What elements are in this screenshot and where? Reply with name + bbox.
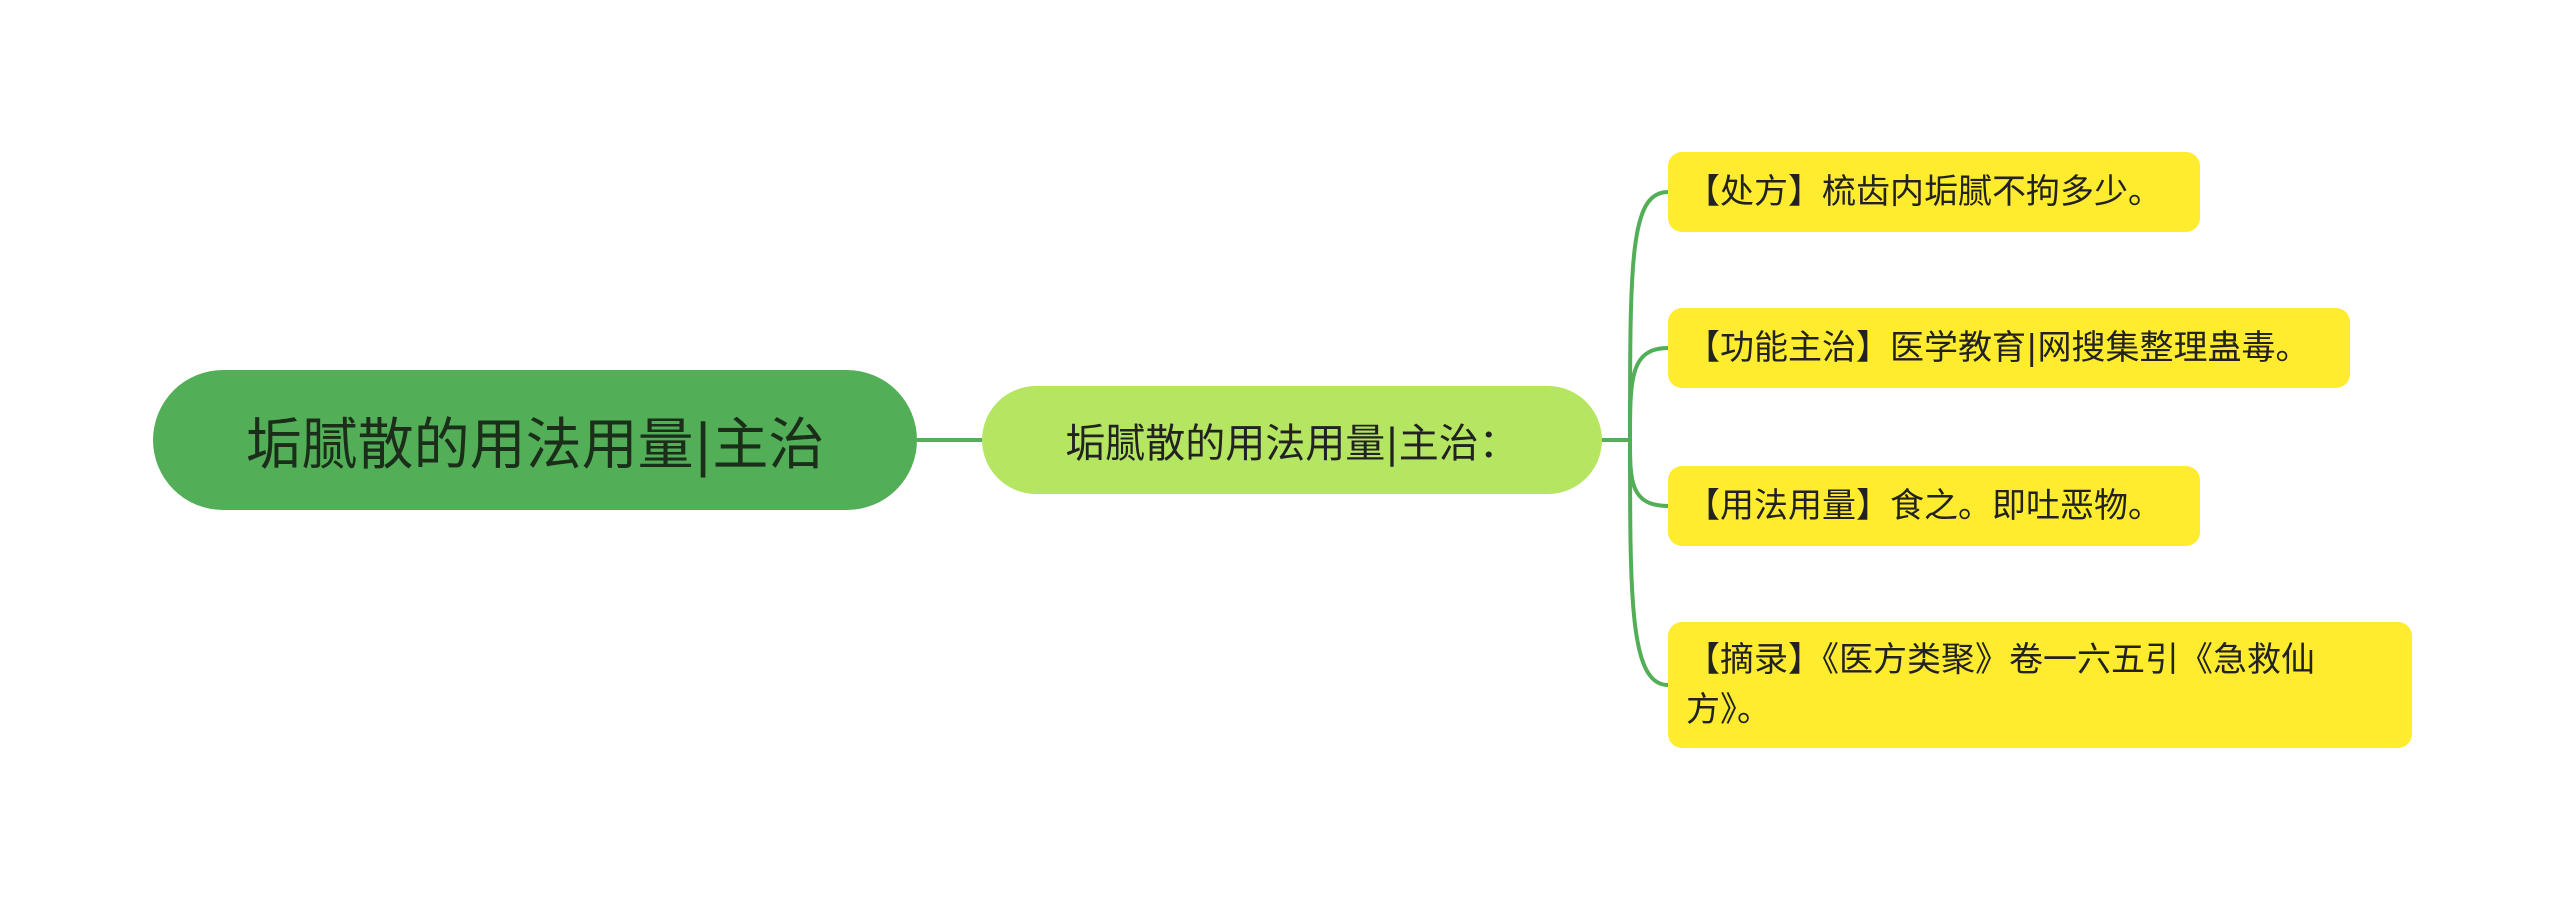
leaf-node-label: 【功能主治】医学教育|网搜集整理蛊毒。 bbox=[1686, 328, 2310, 368]
sub-node[interactable]: 垢腻散的用法用量|主治： bbox=[982, 386, 1602, 494]
leaf-node-source[interactable]: 【摘录】《医方类聚》卷一六五引《急救仙方》。 bbox=[1668, 622, 2412, 748]
leaf-node-label: 【用法用量】食之。即吐恶物。 bbox=[1686, 486, 2162, 526]
sub-node-label: 垢腻散的用法用量|主治： bbox=[1065, 421, 1519, 467]
leaf-node-usage-dosage[interactable]: 【用法用量】食之。即吐恶物。 bbox=[1668, 466, 2200, 546]
leaf-node-indications[interactable]: 【功能主治】医学教育|网搜集整理蛊毒。 bbox=[1668, 308, 2350, 388]
leaf-node-label: 【摘录】《医方类聚》卷一六五引《急救仙方》。 bbox=[1686, 640, 2315, 730]
root-node[interactable]: 垢腻散的用法用量|主治 bbox=[153, 370, 917, 510]
leaf-node-label: 【处方】梳齿内垢腻不拘多少。 bbox=[1686, 172, 2162, 212]
leaf-node-prescription[interactable]: 【处方】梳齿内垢腻不拘多少。 bbox=[1668, 152, 2200, 232]
branch-connector-leaf-2 bbox=[1628, 439, 1669, 508]
branch-connector-leaf-1 bbox=[1628, 346, 1669, 441]
branch-connector-leaf-0 bbox=[1628, 190, 1669, 441]
branch-connector-leaf-3 bbox=[1628, 439, 1669, 687]
root-node-label: 垢腻散的用法用量|主治 bbox=[245, 412, 825, 478]
